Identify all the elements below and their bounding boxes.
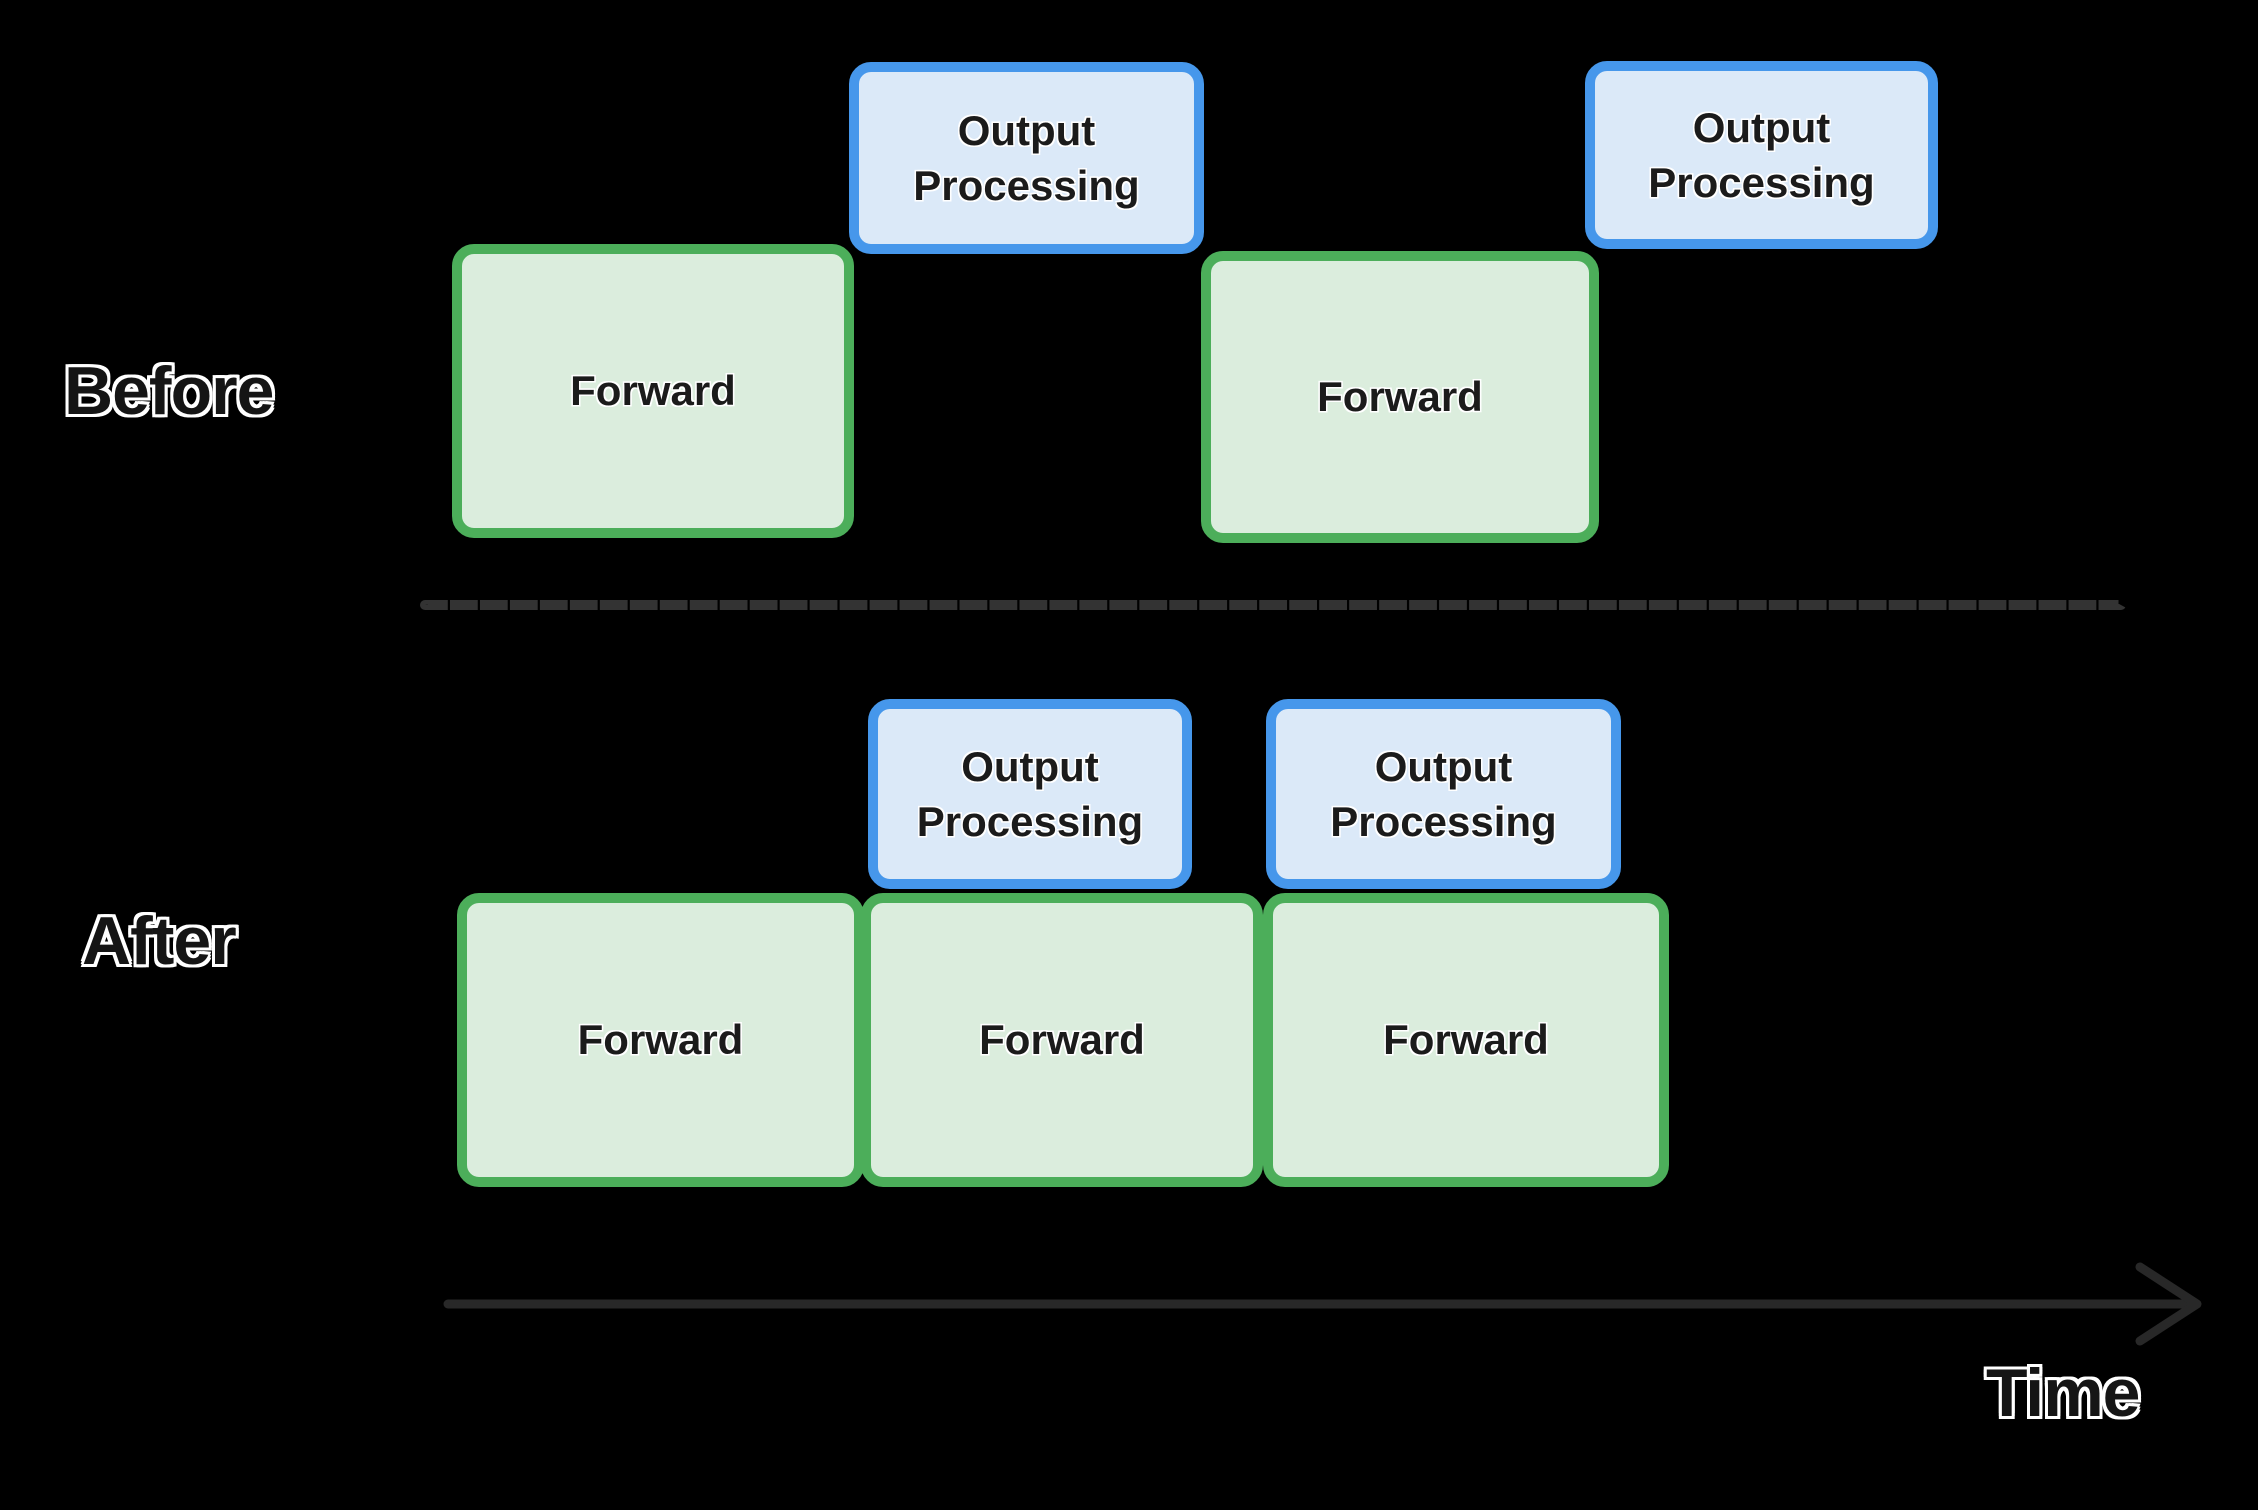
before-output-processing-1-label: Output Processing [913,106,1140,209]
after-output-processing-2-box: Output Processing [1266,699,1621,889]
after-forward-1-label: Forward [577,1016,744,1064]
after-output-processing-2-label: Output Processing [1330,742,1557,845]
after-output-processing-1-box: Output Processing [868,699,1192,889]
after-row-label: After [82,903,237,979]
before-forward-2-box: Forward [1201,251,1599,543]
after-forward-1-box: Forward [457,893,864,1187]
after-forward-3-label: Forward [1383,1016,1549,1064]
after-forward-2-label: Forward [979,1016,1145,1064]
before-output-processing-2-box: Output Processing [1585,61,1938,249]
before-output-processing-2-label: Output Processing [1648,103,1875,206]
before-forward-1-box: Forward [452,244,854,538]
before-output-processing-1-box: Output Processing [849,62,1204,254]
time-axis-arrow [443,1262,2202,1346]
before-row-label: Before [64,353,274,429]
after-forward-3-box: Forward [1263,893,1669,1187]
after-forward-2-box: Forward [861,893,1263,1187]
time-axis-label: Time [1986,1355,2140,1431]
before-forward-1-label: Forward [570,367,736,415]
after-output-processing-1-label: Output Processing [916,742,1144,845]
before-forward-2-label: Forward [1317,373,1483,421]
section-divider-dashed-line [420,600,2126,610]
